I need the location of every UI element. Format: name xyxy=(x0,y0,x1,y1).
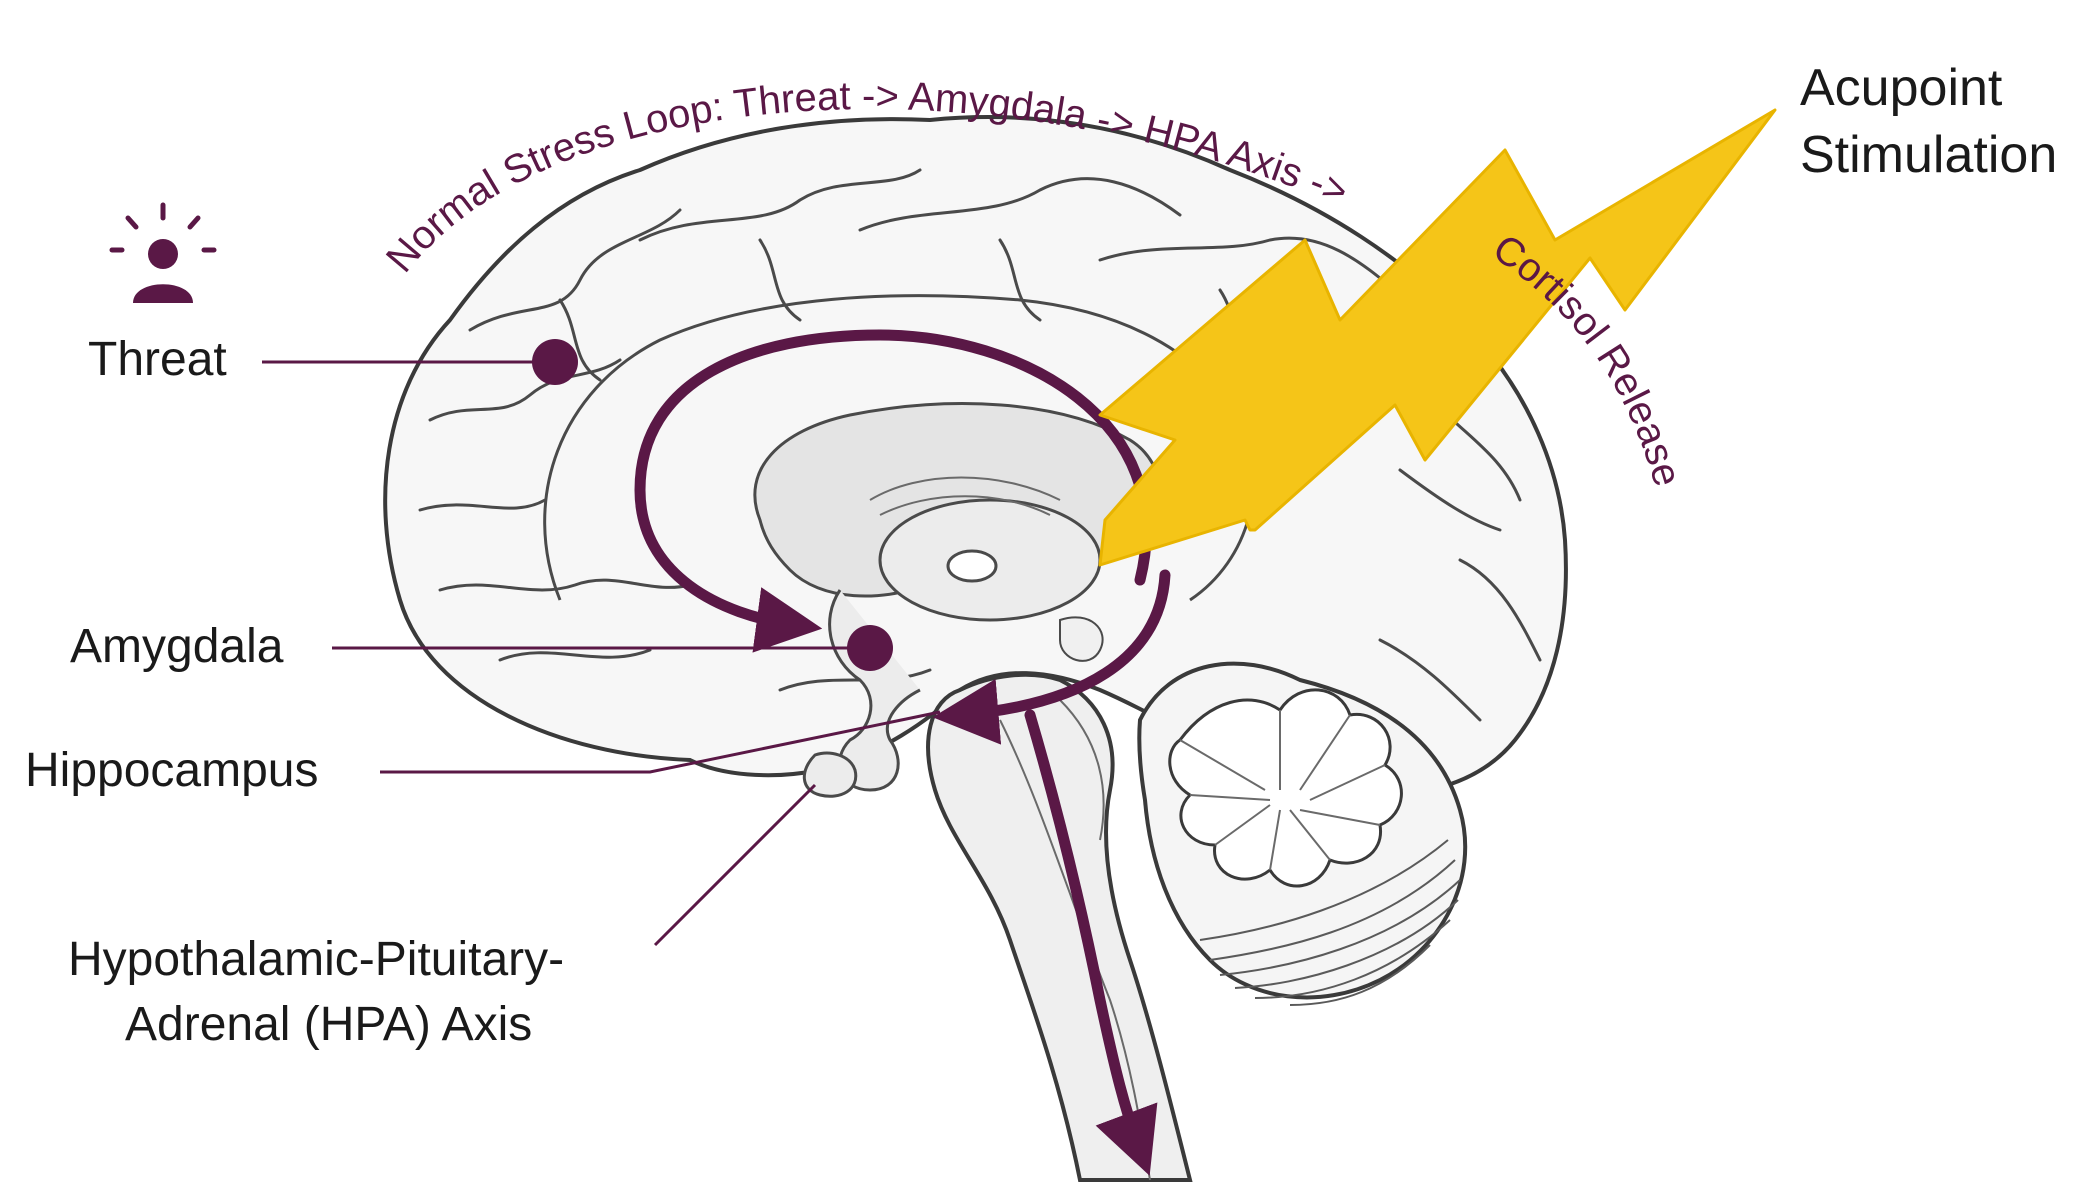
thalamus-core xyxy=(948,551,996,581)
label-hpa-line2: Adrenal (HPA) Axis xyxy=(125,998,532,1051)
label-amygdala: Amygdala xyxy=(70,620,284,673)
threat-marker xyxy=(532,339,578,385)
label-hippocampus: Hippocampus xyxy=(25,744,318,797)
label-hpa-line1: Hypothalamic-Pituitary- xyxy=(68,933,564,986)
label-threat: Threat xyxy=(88,333,227,386)
leader-hpa xyxy=(655,785,815,945)
alert-person-icon xyxy=(112,205,214,303)
label-acupoint-line1: Acupoint xyxy=(1800,59,2003,117)
midbrain-detail xyxy=(1060,617,1103,661)
amygdala-marker xyxy=(847,625,893,671)
label-acupoint-line2: Stimulation xyxy=(1800,126,2057,184)
